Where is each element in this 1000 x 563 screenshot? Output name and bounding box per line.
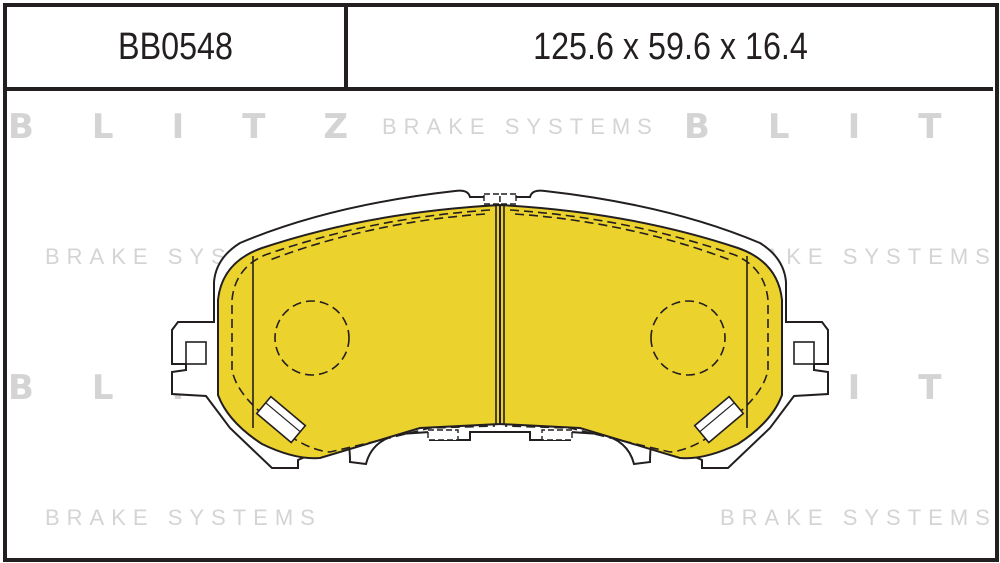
drawing-frame [3,3,999,562]
dimensions: 125.6 x 59.6 x 16.4 [533,25,808,68]
watermark-tagline: BRAKE SYSTEMS [45,505,322,530]
pad-right-half [499,189,829,469]
watermark-brand: BLITZ [684,107,1000,147]
header-row [7,7,993,91]
watermark-brand: BLITZ [8,107,407,147]
watermark-tagline: BRAKE SYSTEMS [720,505,997,530]
pad-left-half [171,189,501,469]
watermark-tagline: BRAKE SYSTEMS [382,114,659,139]
header-divider [344,7,348,87]
part-number: BB0548 [118,25,233,68]
